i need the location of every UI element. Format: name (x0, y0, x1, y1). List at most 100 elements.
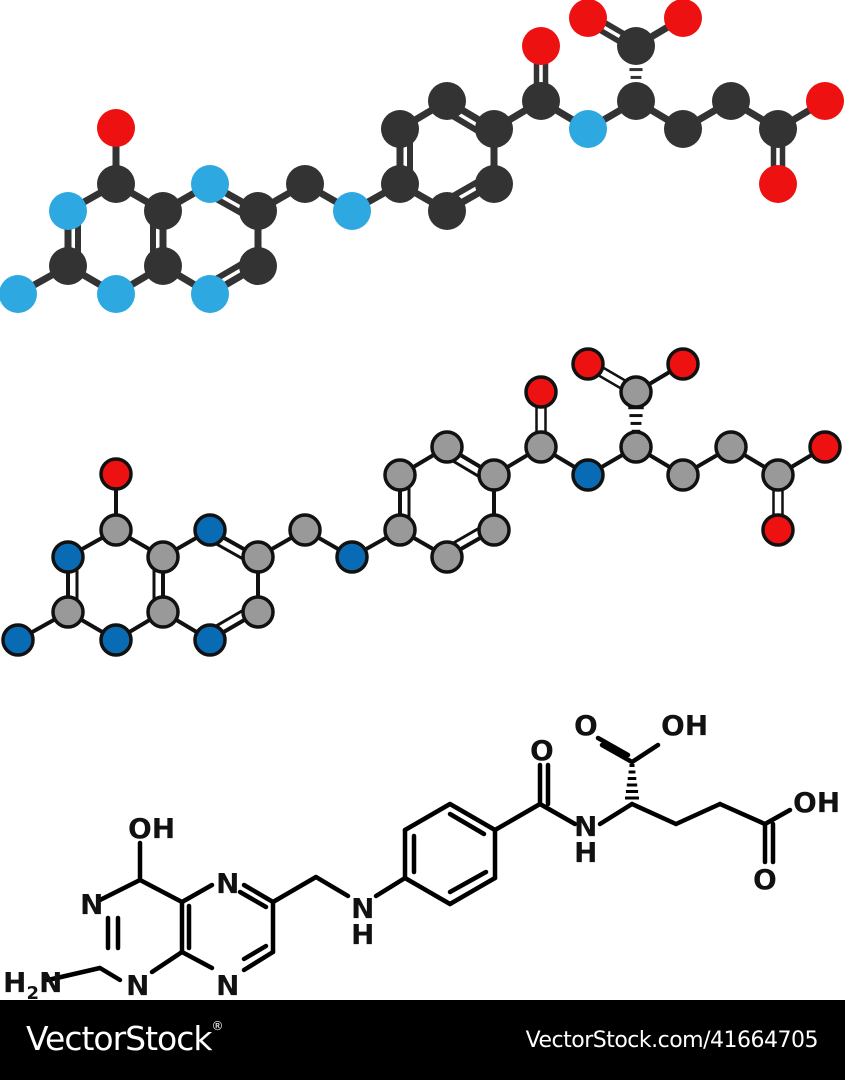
nitrogen-atom (571, 458, 605, 492)
carbon-atom (477, 513, 511, 547)
oxygen-atom (759, 165, 797, 203)
oxygen-atom (99, 457, 133, 491)
oxygen-atom (571, 347, 605, 381)
nitrogen-atom (193, 513, 227, 547)
carbon-atom (144, 192, 182, 230)
carbon-atom (430, 540, 464, 574)
carbon-atom (286, 165, 324, 203)
stock-id: VectorStock.com/41664705 (525, 1028, 819, 1053)
oxygen-atom (522, 27, 560, 65)
skeletal-bond (402, 875, 453, 907)
nitrogen-atom (97, 275, 135, 313)
skeletal-bond (137, 877, 185, 905)
ring-nitrogen-label: N (80, 888, 103, 921)
carbon-atom (383, 513, 417, 547)
carboxyl-hydroxyl-label: OH (793, 786, 840, 819)
skeletal-bond (595, 735, 631, 758)
oxygen-atom (808, 430, 842, 464)
carbon-atom (666, 458, 700, 492)
skeletal-bond (717, 801, 768, 827)
carbon-atom (97, 165, 135, 203)
footer-bar: VectorStock® VectorStock.com/41664705 (0, 1000, 845, 1080)
carbon-atom (241, 540, 275, 574)
carbon-atom (430, 430, 464, 464)
nitrogen-atom (51, 540, 85, 574)
skeletal-formula (45, 735, 793, 983)
double-bond-inner (214, 542, 245, 561)
carboxyl-oxygen-label: O (574, 709, 598, 742)
skeletal-bond (97, 965, 123, 983)
carbon-atom (381, 110, 419, 148)
nitrogen-atom (333, 192, 371, 230)
bond-group (16, 358, 827, 642)
carbon-atom (288, 513, 322, 547)
nitrogen-atom (191, 275, 229, 313)
brand-logo: VectorStock® (26, 1019, 224, 1058)
skeletal-bond (447, 811, 487, 837)
skeletal-bond (373, 875, 408, 899)
skeletal-bond (45, 965, 103, 983)
carbon-atom (475, 165, 513, 203)
oxygen-atom (761, 513, 795, 547)
amino-group-label: H2N (3, 966, 62, 1000)
carbon-atom (99, 513, 133, 547)
carbon-atom (759, 110, 797, 148)
skeletal-bond (241, 882, 276, 905)
carbon-atom (146, 595, 180, 629)
hydroxyl-label: OH (128, 812, 175, 845)
molecule-canvas: OH N N N N H2N N H O N H O OH OH O (0, 0, 844, 1000)
registered-mark: ® (211, 1019, 224, 1033)
skeletal-atom-labels: OH N N N N H2N N H O N H O OH OH O (3, 709, 840, 1000)
carbon-atom (239, 192, 277, 230)
carbon-atom (428, 192, 466, 230)
skeletal-bond (673, 801, 723, 827)
skeletal-bond (149, 949, 185, 975)
carbon-atom (761, 458, 795, 492)
nitrogen-atom (0, 275, 37, 313)
nitrogen-atom (1, 623, 35, 657)
carbon-atom (239, 247, 277, 285)
skeletal-bond (599, 742, 635, 765)
double-bond-inner (212, 260, 246, 283)
amide-hydrogen-label: H (574, 836, 597, 869)
oxygen-atom (569, 0, 607, 37)
carbon-atom (524, 430, 558, 464)
nitrogen-atom (569, 110, 607, 148)
amine-hydrogen-label: H (351, 918, 374, 951)
carbon-atom (51, 595, 85, 629)
nitrogen-atom (99, 623, 133, 657)
skeletal-bond (629, 742, 661, 765)
double-bond-inner (212, 195, 246, 217)
atom-group (1, 347, 842, 657)
carbon-atom (146, 540, 180, 574)
skeletal-bond (179, 882, 215, 905)
carboxyl-hydroxyl-label: OH (661, 709, 708, 742)
double-bond-inner (451, 526, 481, 545)
carbon-atom (619, 430, 653, 464)
double-bond-inner (451, 459, 481, 479)
carbon-atom (477, 458, 511, 492)
oxygen-atom (664, 0, 702, 37)
oxygen-atom (666, 347, 700, 381)
carbon-atom (619, 375, 653, 409)
carbon-atom (383, 458, 417, 492)
skeletal-bond (447, 801, 498, 833)
atom-group (0, 0, 844, 313)
carbon-atom (381, 165, 419, 203)
double-bond-inner (214, 608, 245, 628)
skeletal-bond (237, 889, 269, 910)
oxygen-atom (524, 375, 558, 409)
skeletal-bond (179, 949, 215, 971)
carbon-atom (664, 110, 702, 148)
carbon-atom (241, 595, 275, 629)
carbonyl-oxygen-label: O (530, 734, 554, 767)
ball-and-stick-model (0, 0, 844, 313)
skeletal-bond (597, 801, 635, 827)
carboxyl-oxygen-label: O (753, 863, 777, 896)
bond-group (14, 11, 829, 298)
skeletal-bond (629, 801, 679, 827)
skeletal-bond (241, 949, 276, 973)
carbon-atom (49, 247, 87, 285)
carbon-atom (522, 82, 560, 120)
